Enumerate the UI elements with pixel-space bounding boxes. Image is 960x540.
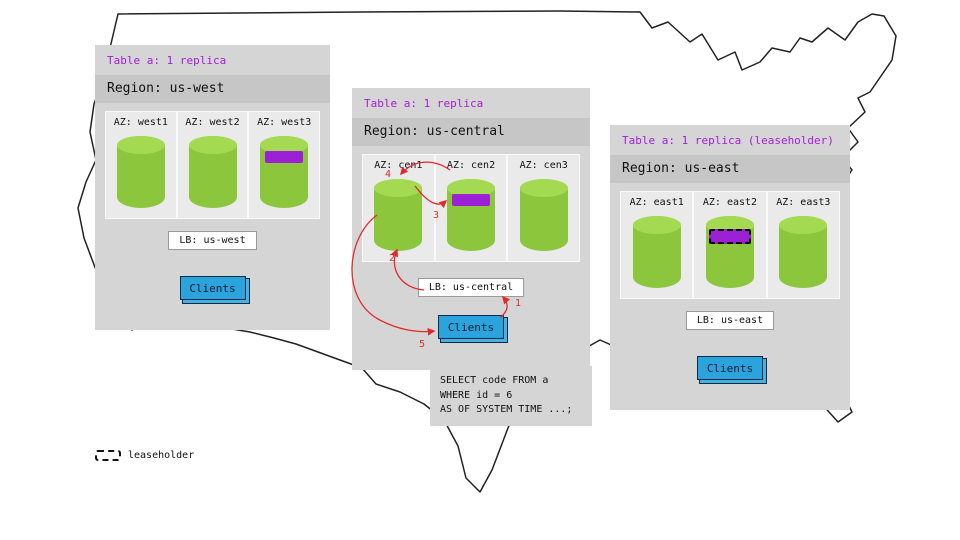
table-replica-label: Table a: 1 replica (leaseholder)	[622, 134, 834, 147]
clients-box: Clients	[179, 276, 246, 300]
database-cylinder-icon	[519, 179, 568, 251]
replica-highlight-band	[265, 151, 304, 163]
region-panel-us-central: Table a: 1 replica Region: us-central AZ…	[352, 88, 590, 370]
az-row: AZ: east1 AZ: east2 AZ: east3	[620, 191, 840, 299]
database-cylinder-icon	[632, 216, 681, 288]
az-column-east2: AZ: east2	[694, 192, 766, 298]
database-cylinder-icon	[116, 136, 165, 208]
region-title: Region: us-central	[352, 118, 590, 146]
az-column-east3: AZ: east3	[767, 192, 839, 298]
load-balancer-label: LB: us-west	[168, 231, 257, 250]
clients-box: Clients	[697, 356, 763, 380]
clients-box: Clients	[438, 315, 504, 339]
az-column-west1: AZ: west1	[106, 112, 176, 218]
load-balancer-label: LB: us-central	[417, 278, 525, 297]
database-cylinder-icon	[779, 216, 828, 288]
az-column-cen3: AZ: cen3	[508, 155, 580, 261]
az-column-east1: AZ: east1	[621, 192, 693, 298]
leaseholder-band	[708, 229, 751, 244]
database-cylinder-icon	[374, 179, 423, 251]
sql-query-box: SELECT code FROM a WHERE id = 6 AS OF SY…	[430, 366, 592, 426]
table-replica-label: Table a: 1 replica	[364, 97, 484, 110]
az-column-cen1: AZ: cen1	[363, 155, 434, 261]
region-title: Region: us-west	[95, 75, 330, 103]
az-label: AZ: east2	[702, 197, 758, 208]
legend-leaseholder-swatch-icon	[95, 450, 121, 461]
az-label: AZ: west1	[113, 117, 168, 128]
load-balancer-label: LB: us-east	[685, 311, 775, 330]
az-label: AZ: west2	[185, 117, 240, 128]
table-replica-label: Table a: 1 replica	[107, 54, 227, 67]
database-cylinder-icon	[447, 179, 495, 251]
az-row: AZ: west1 AZ: west2 AZ: west3	[105, 111, 320, 219]
az-label: AZ: cen2	[446, 160, 496, 171]
az-column-west2: AZ: west2	[177, 112, 248, 218]
az-label: AZ: east1	[629, 197, 684, 208]
region-panel-us-east: Table a: 1 replica (leaseholder) Region:…	[610, 125, 850, 410]
legend: leaseholder	[95, 450, 194, 461]
az-label: AZ: east3	[776, 197, 831, 208]
az-column-west3: AZ: west3	[249, 112, 320, 218]
region-title: Region: us-east	[610, 155, 850, 183]
database-cylinder-icon	[188, 136, 237, 208]
legend-label: leaseholder	[128, 450, 195, 461]
region-panel-us-west: Table a: 1 replica Region: us-west AZ: w…	[95, 45, 330, 330]
az-label: AZ: cen3	[519, 160, 568, 171]
az-label: AZ: cen1	[374, 160, 423, 171]
az-column-cen2: AZ: cen2	[435, 155, 507, 261]
replica-highlight-band	[452, 194, 490, 206]
az-label: AZ: west3	[257, 117, 312, 128]
az-row: AZ: cen1 AZ: cen2 AZ: cen3	[362, 154, 580, 262]
database-cylinder-icon	[260, 136, 309, 208]
database-cylinder-icon	[705, 216, 754, 288]
